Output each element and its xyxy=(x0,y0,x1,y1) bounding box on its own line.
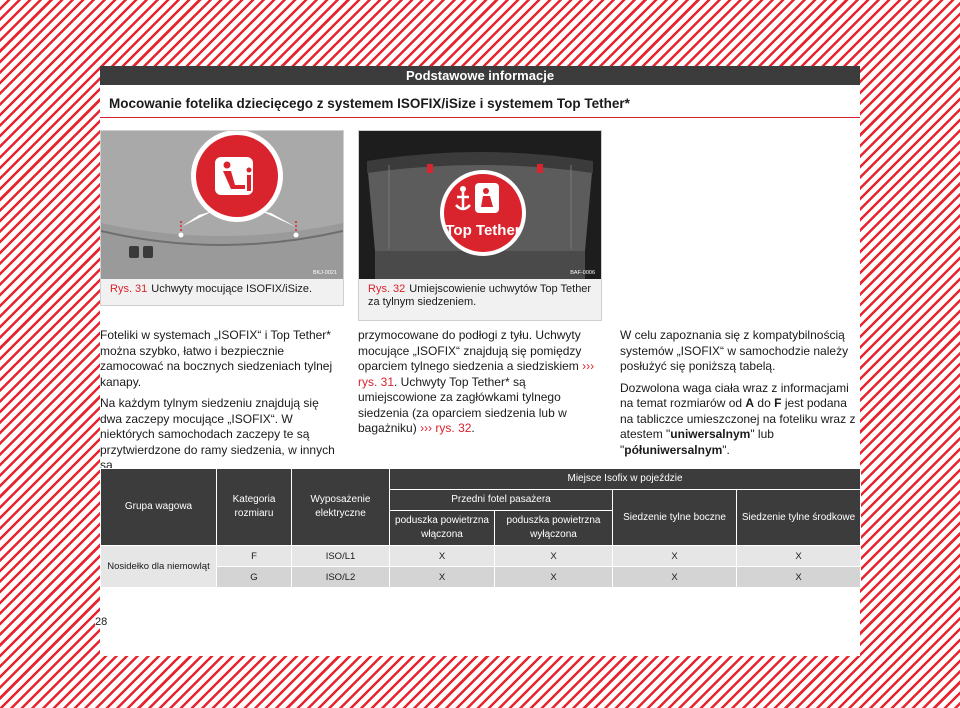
table-row: G ISO/L2 X X X X xyxy=(101,566,862,588)
isofix-seat-photo: BKJ-0021 xyxy=(101,131,343,279)
header-front-passenger: Przedni fotel pasażera xyxy=(389,489,613,511)
cell-value: X xyxy=(735,566,862,588)
section-title: Mocowanie fotelika dziecięcego z systeme… xyxy=(109,96,630,111)
header-size-category: Kategoria rozmiaru xyxy=(216,468,292,546)
table-row: Nosidełko dla niemowląt F ISO/L1 X X X X xyxy=(100,545,862,588)
page-number: 28 xyxy=(95,616,108,628)
header-weight-group: Grupa wagowa xyxy=(100,468,217,546)
paragraph-text: Dozwolona waga ciała wraz z informacjami… xyxy=(620,380,849,411)
cross-reference-arrow: ››› xyxy=(420,421,433,435)
header-airbag-on: poduszka powietrzna włączona xyxy=(389,510,495,546)
text-column-1: Foteliki w systemach „ISOFIX“ i Top Teth… xyxy=(100,328,340,480)
chapter-header: Podstawowe informacje xyxy=(100,66,860,85)
top-tether-illustration: Top Tether xyxy=(359,131,601,279)
cell-value: X xyxy=(389,545,495,567)
header-isofix-position: Miejsce Isofix w pojeździe xyxy=(388,468,862,490)
paragraph-text: . xyxy=(471,421,475,435)
paragraph-text: . Uchwyty Top Tether* są umiejscowione z… xyxy=(358,374,567,436)
paragraph-text: jest podana na tabliczce umieszczonej na… xyxy=(620,396,856,441)
figure-label: Rys. 31 xyxy=(110,283,148,295)
paragraph-compatibility: W celu zapoznania się z kompatybilnością… xyxy=(620,328,849,373)
paragraph-weight-info: Dozwolona waga ciała wraz z informacjami… xyxy=(620,381,860,459)
approval-semi-universal: półuniwersalnym xyxy=(624,442,723,457)
trunk-photo: Top Tether BAF-0006 xyxy=(359,131,601,279)
isofix-compatibility-table: Grupa wagowa Kategoria rozmiaru Wyposaże… xyxy=(100,468,862,588)
section-divider xyxy=(100,117,860,118)
text-column-2: przymocowane do podłogi z tyłu. Uchwyty … xyxy=(358,328,598,443)
isofix-illustration xyxy=(101,131,343,279)
size-letter-f: F xyxy=(774,396,782,410)
top-tether-badge-text: Top Tether xyxy=(445,222,520,239)
paragraph-text: ". xyxy=(722,442,730,457)
cell-equipment: ISO/L1 xyxy=(291,545,390,567)
manual-page: Podstawowe informacje Mocowanie fotelika… xyxy=(100,66,862,656)
cell-equipment: ISO/L2 xyxy=(291,566,390,588)
figure-caption-text: Uchwyty mocujące ISOFIX/iSize. xyxy=(151,283,313,295)
approval-universal: uniwersalnym xyxy=(670,427,751,441)
figure-code: BKJ-0021 xyxy=(312,270,337,276)
cell-value: X xyxy=(494,545,613,567)
cell-size: F xyxy=(216,545,292,567)
header-airbag-off: poduszka powietrzna wyłączona xyxy=(494,510,613,546)
figure-code: BAF-0006 xyxy=(570,270,595,276)
cell-value: X xyxy=(735,545,862,567)
paragraph-anchor-location: przymocowane do podłogi z tyłu. Uchwyty … xyxy=(358,328,598,437)
cell-value: X xyxy=(389,566,495,588)
cell-size: G xyxy=(216,566,292,588)
cell-weight-group: Nosidełko dla niemowląt xyxy=(100,545,217,588)
figure-label: Rys. 32 xyxy=(368,283,406,295)
figure-32-link[interactable]: rys. 32 xyxy=(435,421,472,435)
size-letter-a: A xyxy=(745,396,755,410)
paragraph-isofix-intro: Foteliki w systemach „ISOFIX“ i Top Teth… xyxy=(100,328,333,389)
paragraph-text: przymocowane do podłogi z tyłu. Uchwyty … xyxy=(358,328,582,373)
text-column-3: W celu zapoznania się z kompatybilnością… xyxy=(620,328,860,464)
figure-31-link[interactable]: rys. 31 xyxy=(358,374,395,389)
header-rear-center: Siedzenie tylne środkowe xyxy=(735,489,862,546)
figure-caption-text: Umiejscowienie uchwytów Top Tether za ty… xyxy=(368,283,592,308)
paragraph-anchor-points: Na każdym tylnym siedzeniu znajdują się … xyxy=(100,396,335,472)
cell-value: X xyxy=(612,545,737,567)
cell-value: X xyxy=(612,566,737,588)
cell-value: X xyxy=(494,566,613,588)
paragraph-text: " lub " xyxy=(620,427,774,457)
header-rear-side: Siedzenie tylne boczne xyxy=(612,489,737,546)
cross-reference-arrow: ››› xyxy=(582,359,595,373)
header-equipment: Wyposażenie elektryczne xyxy=(291,468,390,546)
paragraph-text: do xyxy=(757,396,771,410)
